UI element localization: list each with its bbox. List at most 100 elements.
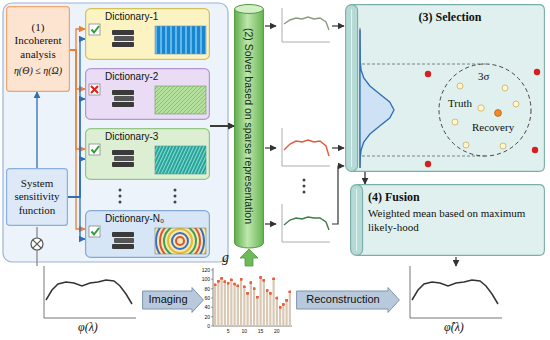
sample-point (513, 101, 519, 107)
ellipsis-dot (174, 195, 177, 198)
ellipsis-dot (119, 201, 122, 204)
fusion-scroll: (4) FusionWeighted mean based on maximum… (350, 184, 545, 256)
outlier-point (534, 69, 540, 75)
book (114, 36, 134, 41)
connector-arrow (210, 125, 234, 126)
multiply-symbol (31, 238, 43, 250)
book (112, 42, 134, 47)
ellipsis-dot (119, 189, 122, 192)
step-description: Weighted mean based on maximum likely-ho… (368, 207, 537, 233)
ellipsis-dot (303, 185, 306, 188)
flow-arrow (265, 147, 276, 148)
tick-label: 0 (196, 323, 210, 329)
connector-arrow (364, 172, 365, 184)
check-mark (92, 146, 100, 153)
reconstruction-arrow: Reconstruction (296, 287, 400, 313)
ring (155, 228, 206, 254)
selection-scroll: (3) Selection (345, 4, 545, 172)
ellipsis-dot (119, 195, 122, 198)
gaussian-curve (360, 30, 394, 168)
ellipsis-dot (174, 201, 177, 204)
scroll-sheet (358, 185, 544, 256)
connector-arrow (210, 125, 234, 126)
truth-point (478, 105, 484, 111)
text-holder: (4) FusionWeighted mean based on maximum… (350, 184, 545, 256)
flow-arrow (332, 147, 344, 148)
text-holder: Reconstruction (296, 287, 400, 313)
dictionary-box-border (86, 129, 210, 180)
text-holder: Dictionary-N₀ (85, 210, 210, 258)
plot-axis (44, 318, 136, 319)
plot-axis (282, 166, 330, 167)
tick-label: 40 (196, 304, 210, 310)
books-icon (112, 232, 134, 249)
tick-label: 10 (239, 328, 249, 334)
flow-arrow (332, 166, 344, 224)
connector-arrow (68, 39, 85, 197)
tick-label: 100 (196, 276, 210, 282)
thumbnail-ground (155, 228, 206, 254)
dictionary-title: Dictionary-3 (105, 131, 206, 143)
ring (172, 233, 188, 249)
block-arrow (297, 288, 400, 313)
solver-cylinder: (2) Solver based on sparse representatio… (234, 4, 264, 248)
dictionary-box-border (86, 9, 210, 60)
book (114, 156, 134, 161)
imaging-arrow: Imaging (142, 287, 204, 313)
module-panel (3, 3, 228, 262)
thumbnail-frame (155, 228, 206, 254)
ring (176, 237, 184, 245)
selection-scroll-outline (345, 4, 545, 172)
text-holder: System sensitivity function (6, 168, 68, 226)
spectrum-curve (412, 280, 498, 304)
ring (155, 228, 206, 254)
dictionary-title: Dictionary-N₀ (105, 213, 206, 225)
check-box (89, 144, 100, 155)
input-arrow (240, 249, 258, 266)
text-holder: Dictionary-1 (85, 8, 210, 60)
sigma-label: 3σ (478, 70, 489, 83)
tolerance-circle (439, 64, 531, 156)
plot-axis (282, 128, 283, 166)
dictionary-box: Dictionary-2 (85, 68, 210, 120)
plot-axis (44, 266, 45, 318)
sensitivity-box-border (7, 169, 68, 226)
dictionary-thumbnail (155, 86, 206, 114)
step-title: (3) Selection (363, 10, 537, 24)
sample-point (457, 83, 463, 89)
book (112, 102, 134, 107)
check-box (89, 24, 100, 35)
book (112, 30, 134, 35)
block-arrow (143, 288, 204, 313)
flow-arrow (332, 25, 344, 26)
book (112, 150, 134, 155)
point-label: Truth (448, 97, 472, 110)
box-label: System sensitivity function (9, 177, 65, 217)
outlier-point (532, 147, 538, 153)
scroll-roll (346, 5, 358, 172)
signal-wire (36, 250, 37, 266)
flow-arrow (265, 223, 276, 224)
text-holder: (3) Selection (345, 4, 545, 172)
measurement-dots (215, 278, 290, 308)
connector-arrow (70, 50, 85, 89)
sigma-guide (362, 156, 485, 157)
connector-arrow (68, 159, 85, 197)
tick-label: 20 (196, 314, 210, 320)
axis-title: φ̂(λ) (444, 320, 464, 334)
box-heading: (1) Incoherent analysis (9, 21, 67, 61)
cylinder-body (235, 9, 264, 248)
outlier-point (425, 161, 431, 167)
scroll-sheet (353, 5, 544, 172)
cylinder-top (235, 5, 264, 14)
scroll-highlight (356, 189, 357, 251)
point-label: Recovery (472, 121, 514, 134)
book (112, 244, 134, 249)
scroll-highlight (351, 9, 352, 167)
sample-point (452, 119, 458, 125)
tick-label: 5 (223, 328, 233, 334)
check-mark (92, 228, 100, 235)
flow-arrow (265, 25, 276, 26)
cylinder-label: (2) Solver based on sparse representatio… (243, 28, 256, 224)
